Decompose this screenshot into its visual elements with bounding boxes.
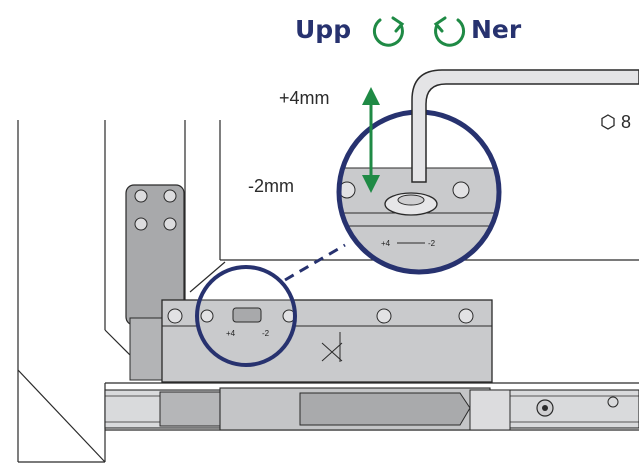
plus-4mm-label: +4mm [279, 88, 330, 108]
rotate-cw-icon [372, 16, 405, 47]
small-callout-circle [195, 265, 297, 367]
hex-key-size-label: 8 [621, 112, 631, 132]
small-scale-minus-text: -2 [262, 329, 270, 338]
upp-label: Upp [295, 15, 351, 44]
scale-plus-text: +4 [381, 239, 391, 248]
hinge-block [125, 184, 185, 381]
small-scale-plus-text: +4 [226, 329, 236, 338]
bottom-rail [104, 387, 639, 431]
hexagon-icon [601, 114, 615, 130]
scale-minus-text: -2 [428, 239, 436, 248]
hex-key [411, 69, 639, 183]
callout-connector [284, 243, 346, 282]
ner-label: Ner [471, 15, 522, 44]
minus-2mm-label: -2mm [248, 176, 294, 196]
rotate-ccw-icon [433, 16, 466, 47]
